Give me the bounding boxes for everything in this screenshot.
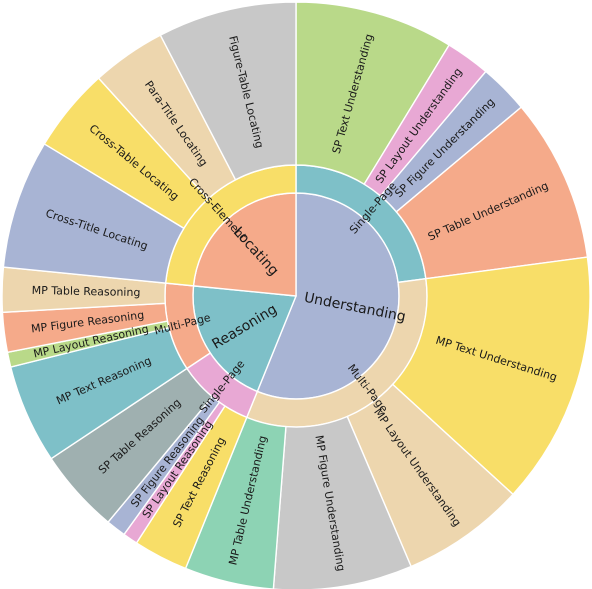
wedge-mp-figure-understanding xyxy=(272,415,413,589)
label-mp-table-reasoning: MP Table Reasoning xyxy=(32,284,141,299)
wedge-figure-table-locating xyxy=(159,1,297,181)
wedge-mp-text-understanding xyxy=(391,256,591,496)
